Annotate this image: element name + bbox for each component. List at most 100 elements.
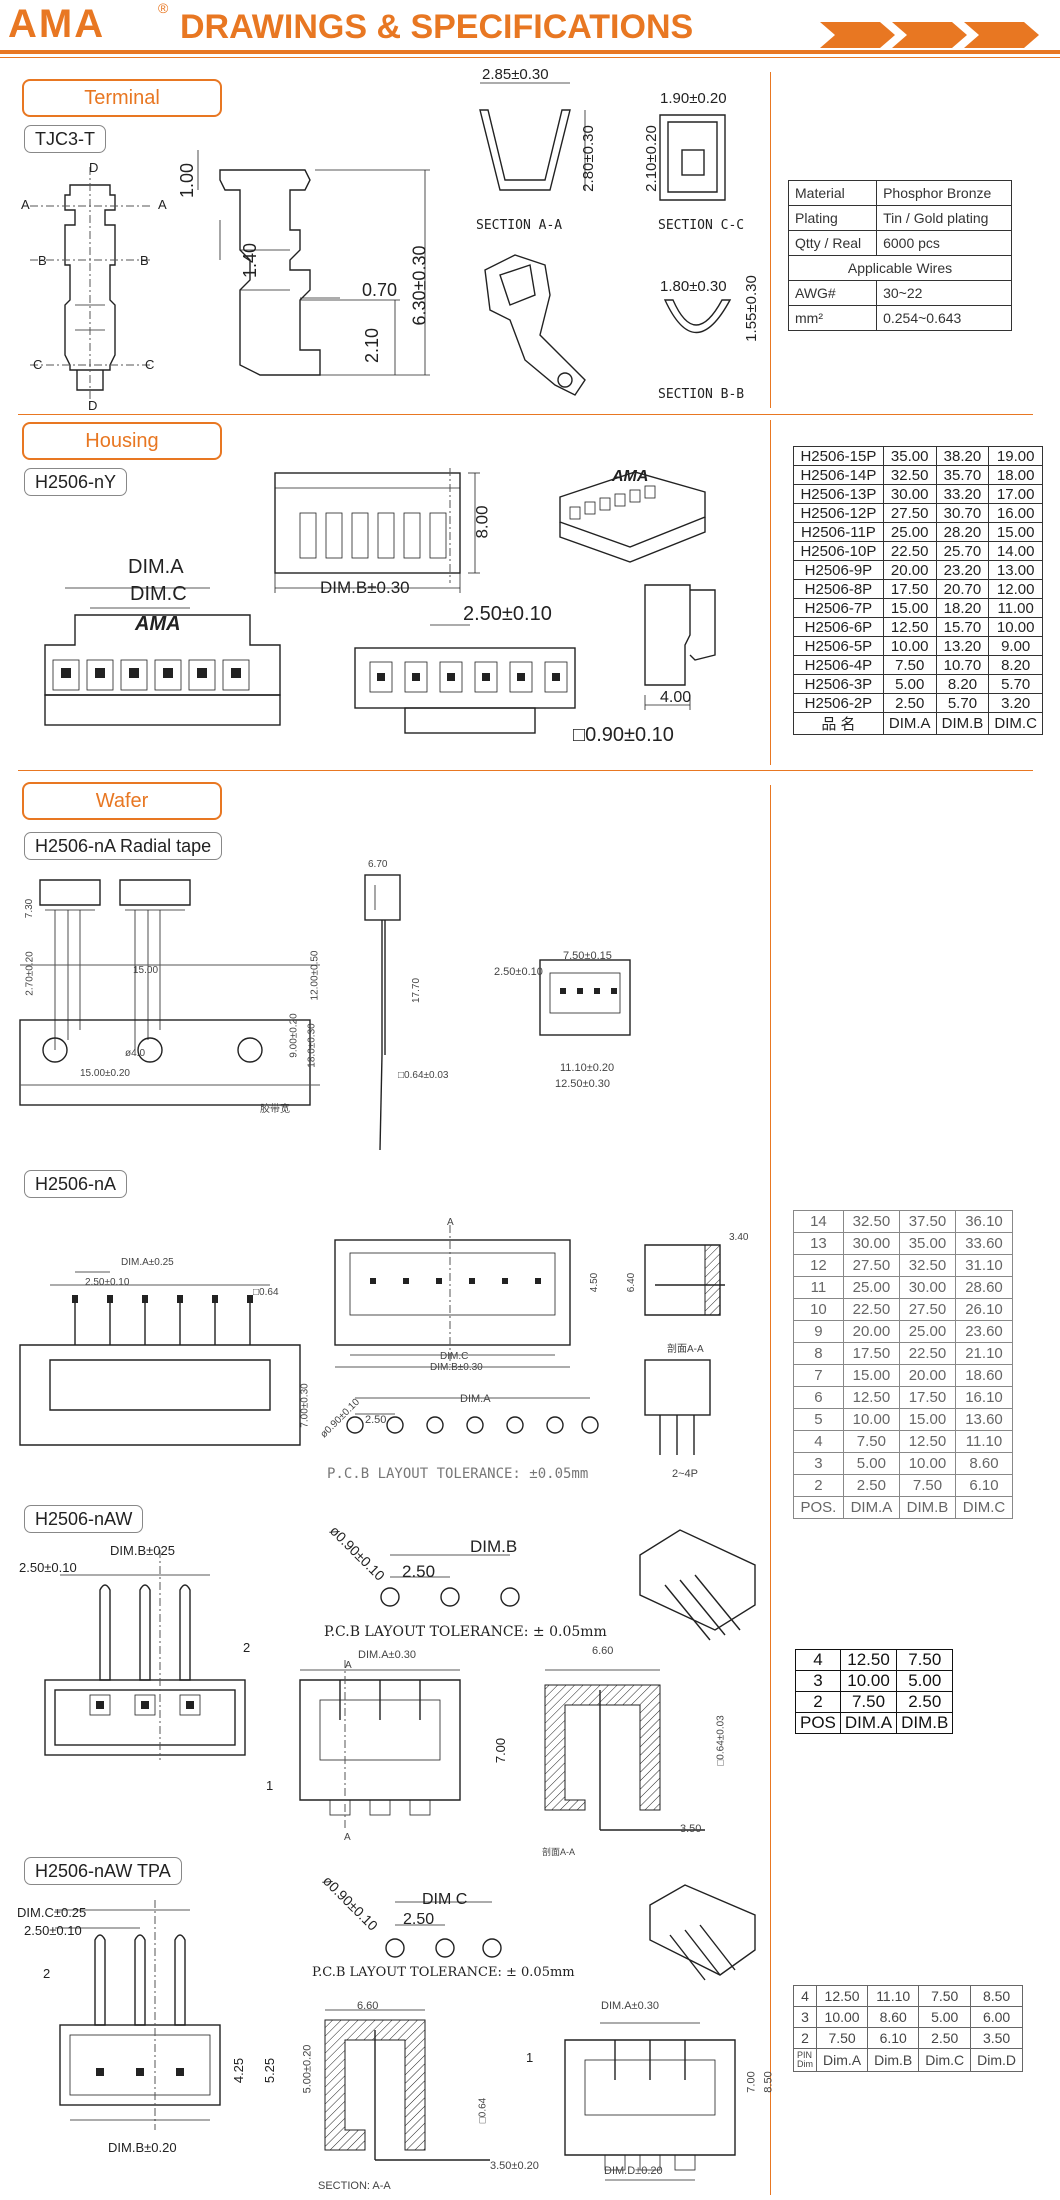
table-header-cell: DIM.C — [955, 1496, 1013, 1519]
section-a-a-drawing — [479, 82, 586, 191]
tpa-dim-h2: 5.25 — [262, 2057, 278, 2084]
dim-8-00: 8.00 — [472, 505, 492, 539]
na-dim-b: DIM.B±0.30 — [430, 1362, 483, 1373]
table-cell: 2.50 — [896, 1691, 954, 1713]
table-cell: 11.10 — [867, 1985, 920, 2007]
table-cell: 30.00 — [842, 1232, 900, 1255]
radial-dim-o: 12.50±0.30 — [555, 1078, 610, 1090]
table-cell: 7.50 — [898, 1474, 957, 1497]
table-cell: 13.20 — [935, 636, 990, 656]
marker-d-bottom: D — [88, 398, 98, 413]
section-b-b-drawing — [663, 299, 732, 333]
table-cell: 21.10 — [955, 1342, 1013, 1365]
table-cell: 6.00 — [970, 2006, 1024, 2028]
table-cell: H2506-8P — [793, 579, 884, 599]
spec-label: Material — [787, 180, 878, 206]
table-cell: 22.50 — [882, 541, 937, 561]
tpa-dim-a: DIM.A±0.30 — [601, 2000, 660, 2012]
terminal-section-label: Terminal — [22, 79, 222, 117]
na-pcb-layout — [346, 1397, 599, 1434]
table-header-cell: DIM.B — [935, 712, 990, 735]
table-header-cell: DIM.B — [898, 1496, 957, 1519]
table-cell: 32.50 — [898, 1254, 957, 1277]
marker-a-right: A — [158, 197, 167, 212]
pin-label: PIN — [797, 2050, 813, 2060]
marker-b-right: B — [140, 253, 149, 268]
marker-b-left: B — [38, 253, 47, 268]
table-cell: 5.70 — [988, 674, 1043, 694]
table-cell: 3.50 — [970, 2027, 1024, 2049]
radial-dim-n: 11.10±0.20 — [560, 1062, 615, 1074]
dim-1-40: 1.40 — [240, 242, 261, 279]
radial-dim-e: 9.00±0.20 — [288, 1013, 300, 1058]
na-2-4p-view — [644, 1359, 711, 1455]
tpa-side-view — [564, 2022, 736, 2181]
column-divider — [770, 420, 771, 765]
naw-dim-b2: DIM.B — [470, 1537, 518, 1556]
table-cell: 8.20 — [935, 674, 990, 694]
table-cell: 22.50 — [898, 1342, 957, 1365]
naw-callout-2: 2 — [243, 1640, 251, 1655]
spec-label: mm² — [787, 305, 878, 331]
table-cell: 26.10 — [955, 1298, 1013, 1321]
naw-dim-b: DIM.B±025 — [110, 1543, 175, 1558]
dim-2-85: 2.85±0.30 — [482, 66, 549, 83]
table-cell: 17.50 — [898, 1386, 957, 1409]
table-cell: 8.20 — [988, 655, 1043, 675]
table-header-cell: POS. — [793, 1496, 844, 1519]
table-header-cell: Dim.C — [918, 2048, 972, 2072]
dim-1-00: 1.00 — [177, 162, 198, 199]
naw-dim-a: DIM.A±0.30 — [358, 1649, 417, 1661]
naw-section-label: 剖面A-A — [542, 1847, 576, 1857]
naw-marker-a-bottom: A — [344, 1832, 351, 1843]
table-cell: 33.60 — [955, 1232, 1013, 1255]
table-cell: 13 — [793, 1232, 844, 1255]
table-cell: 10.70 — [935, 655, 990, 675]
tpa-dim-pin: □0.64 — [477, 2097, 489, 2124]
page-title: DRAWINGS & SPECIFICATIONS — [180, 8, 694, 46]
table-header-cell: Dim.A — [815, 2048, 869, 2072]
tpa-dim-p: 2.50 — [403, 1911, 435, 1928]
table-cell: 5.00 — [842, 1452, 900, 1475]
table-cell: 15.00 — [842, 1364, 900, 1387]
na-dim-a2: DIM.A — [460, 1393, 491, 1405]
wafer-tpa-part: H2506-nAW TPA — [24, 1857, 182, 1885]
table-cell: 7.50 — [842, 1430, 900, 1453]
na-section-label: 剖面A-A — [667, 1344, 704, 1355]
dim-2-10-c: 2.10±0.20 — [642, 125, 660, 192]
wafer-naw-part: H2506-nAW — [24, 1505, 144, 1533]
table-cell: 6.10 — [955, 1474, 1013, 1497]
tpa-callout-2: 2 — [43, 1966, 51, 1981]
radial-dim-k: □0.64±0.03 — [398, 1070, 449, 1081]
table-cell: 8.50 — [970, 1985, 1024, 2007]
column-divider — [770, 785, 771, 2195]
table-cell: 20.70 — [935, 579, 990, 599]
marker-d-top: D — [89, 160, 99, 175]
na-marker-a-top: A — [447, 1217, 454, 1228]
table-cell: 10 — [793, 1298, 844, 1321]
table-cell: 25.00 — [882, 522, 937, 542]
tpa-dim-h4: 7.00 — [745, 2071, 758, 2093]
wafer-na-part: H2506-nA — [24, 1170, 128, 1198]
table-cell: 4 — [793, 1430, 844, 1453]
table-header-cell: DIM.C — [988, 712, 1043, 735]
na-dim-pin: □0.64 — [253, 1287, 279, 1298]
table-cell: 17.50 — [842, 1342, 900, 1365]
table-cell: 11 — [793, 1276, 844, 1299]
